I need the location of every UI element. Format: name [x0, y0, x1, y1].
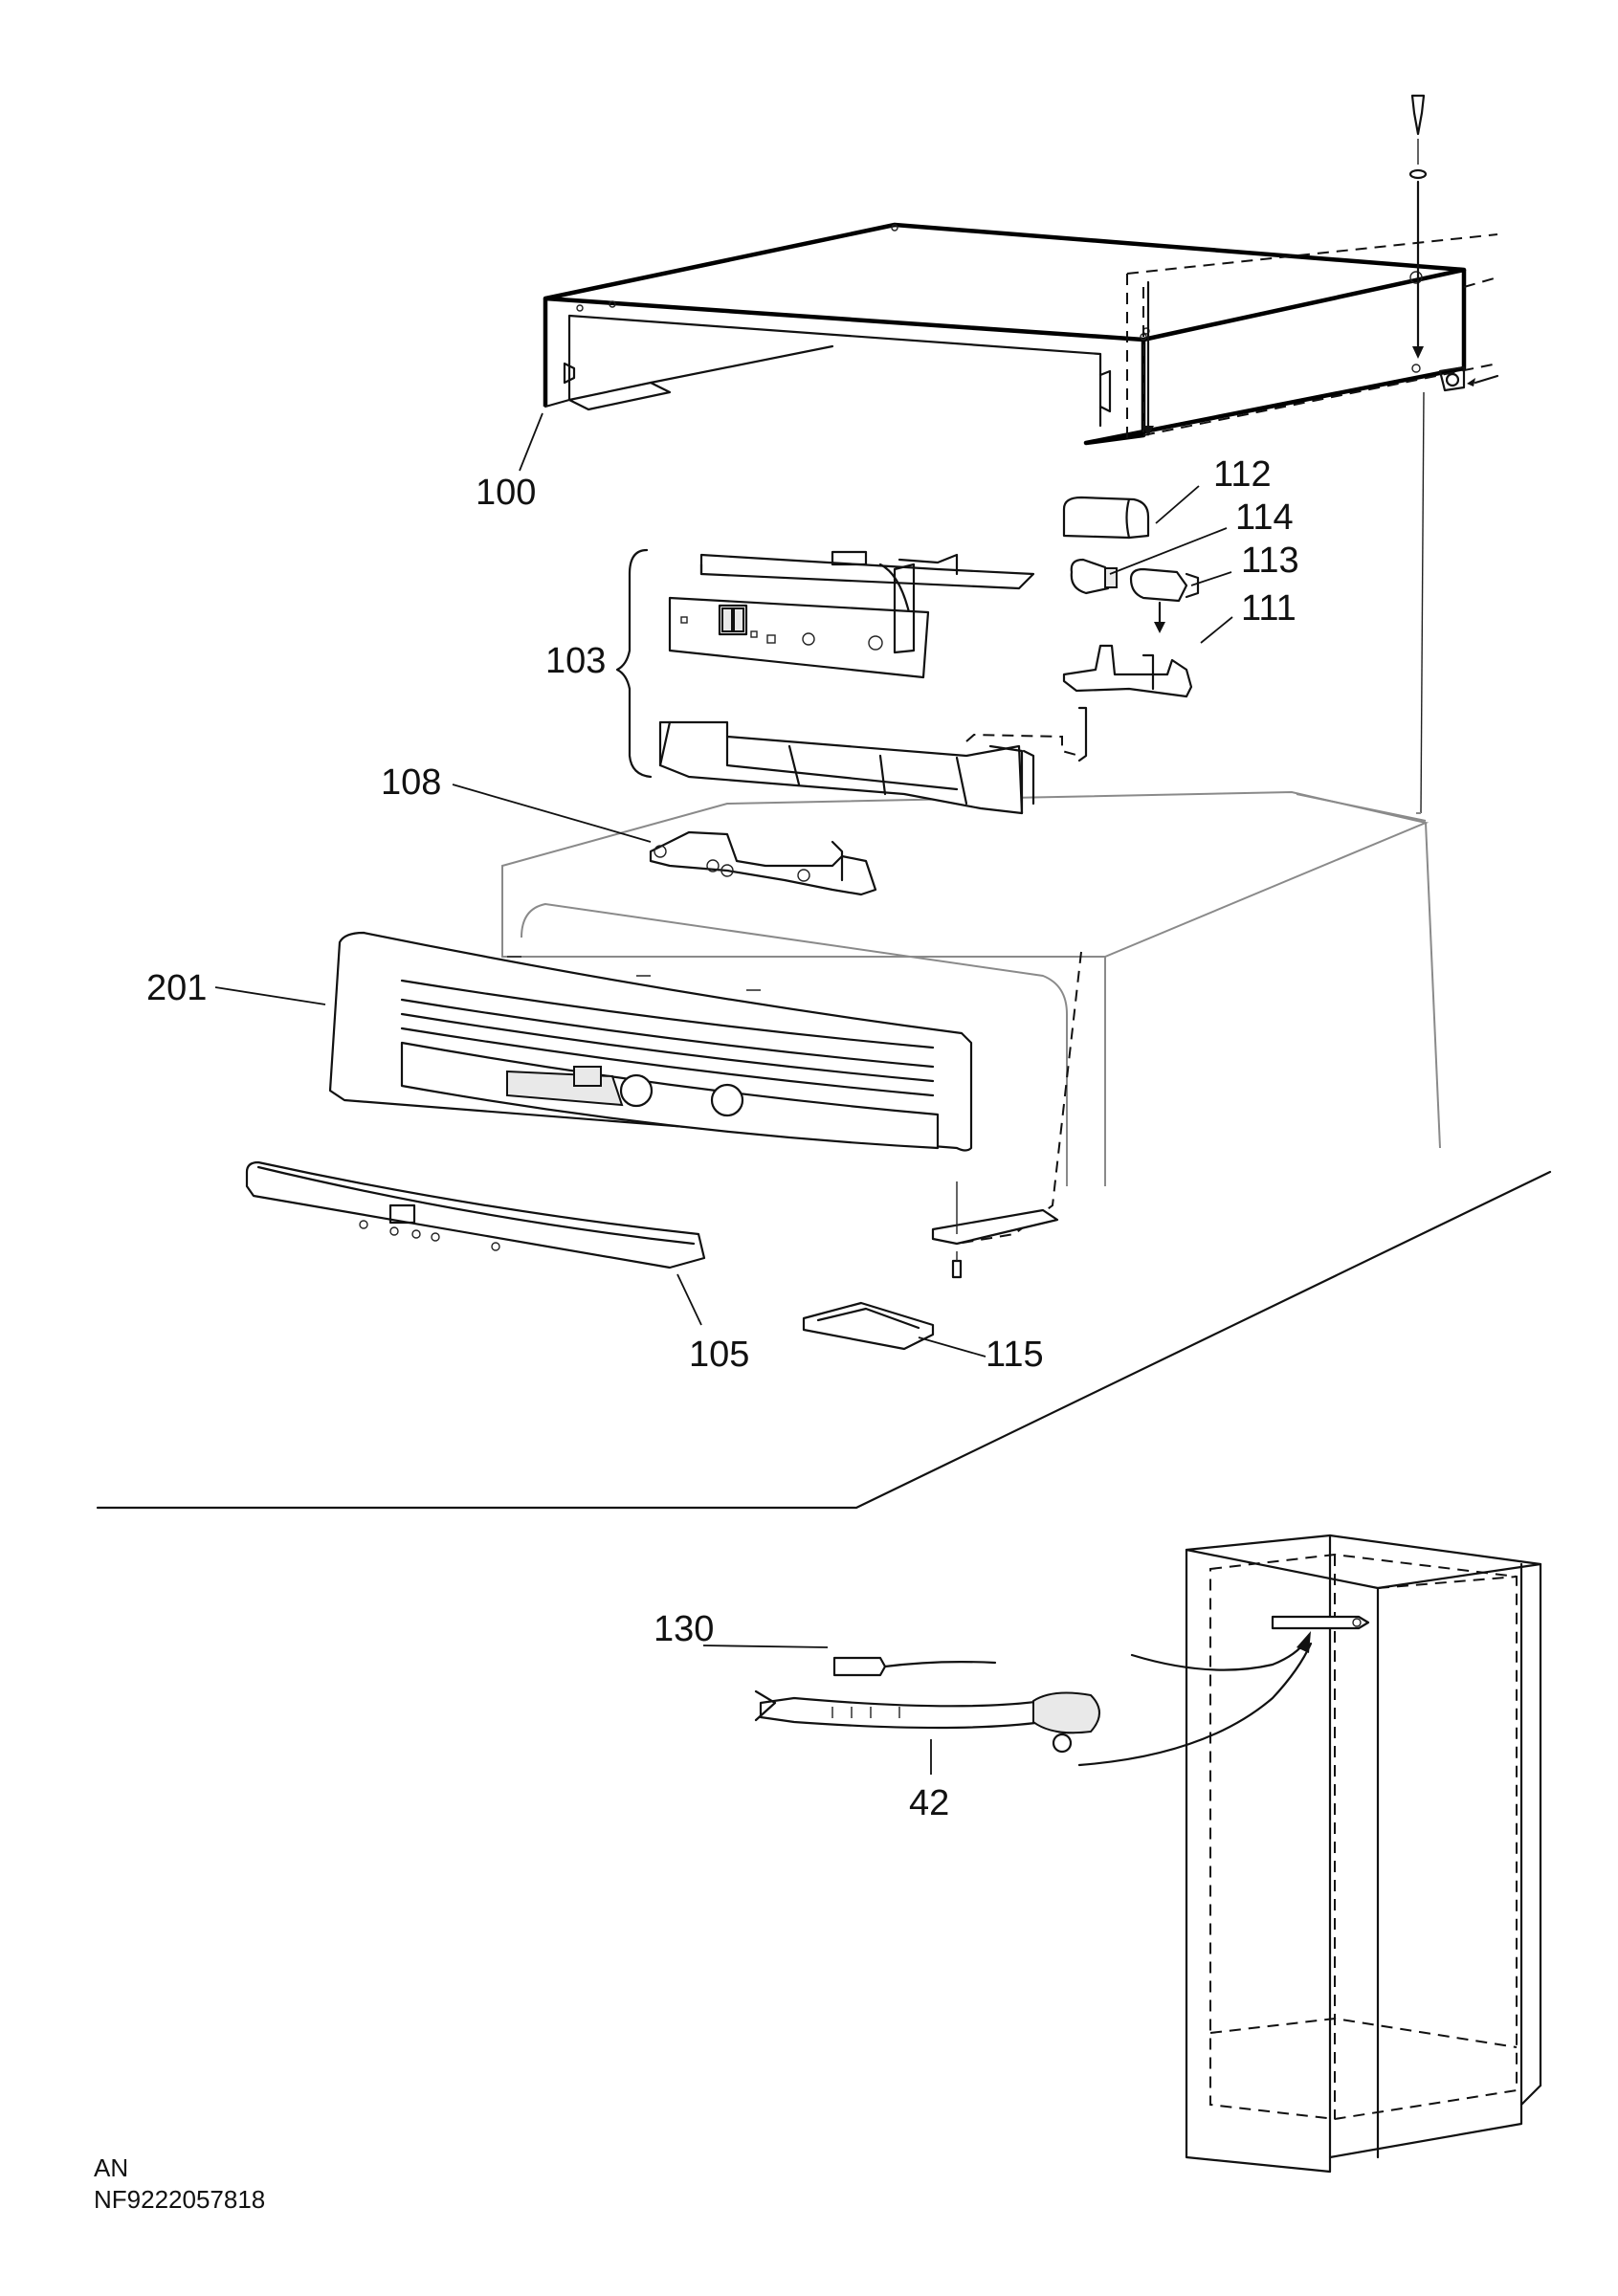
footer-line-1: AN [94, 2153, 128, 2182]
hinge-and-screw [931, 951, 1082, 1279]
footer-line-2: NF9222057818 [94, 2185, 265, 2214]
part-111-lamp-holder [1062, 644, 1193, 698]
callout-201: 201 [146, 968, 207, 1008]
callout-115: 115 [986, 1335, 1044, 1375]
callout-105: 105 [689, 1335, 749, 1375]
part-130-sensor [832, 1656, 997, 1677]
callout-130: 130 [654, 1609, 714, 1649]
part-112-lamp-cover [1062, 496, 1150, 540]
leader-lines [214, 412, 1233, 1775]
part-103-control-board-assembly [615, 548, 1088, 815]
part-108-bracket [649, 830, 877, 896]
tall-cabinet-outline [1185, 1534, 1542, 2174]
callout-114: 114 [1235, 497, 1294, 538]
part-100-top-cover [543, 94, 1499, 814]
part-201-front-panel [328, 931, 973, 1152]
callout-103: 103 [545, 641, 606, 681]
callout-100: 100 [476, 473, 536, 513]
cabinet-body-outline [501, 790, 1441, 1186]
callout-108: 108 [381, 762, 441, 803]
part-114-lamp-bulb [1070, 558, 1118, 595]
install-arrows [1077, 1631, 1313, 1767]
part-42-fixing-bar [754, 1689, 1100, 1754]
callout-42: 42 [909, 1783, 949, 1823]
part-105-display-strip [245, 1160, 706, 1269]
callout-112: 112 [1213, 454, 1272, 495]
callout-113: 113 [1241, 541, 1299, 581]
callout-111: 111 [1241, 588, 1297, 629]
section-divider [96, 1170, 1552, 1510]
part-113-lamp-socket [1129, 567, 1200, 633]
part-115-filter [802, 1301, 935, 1351]
